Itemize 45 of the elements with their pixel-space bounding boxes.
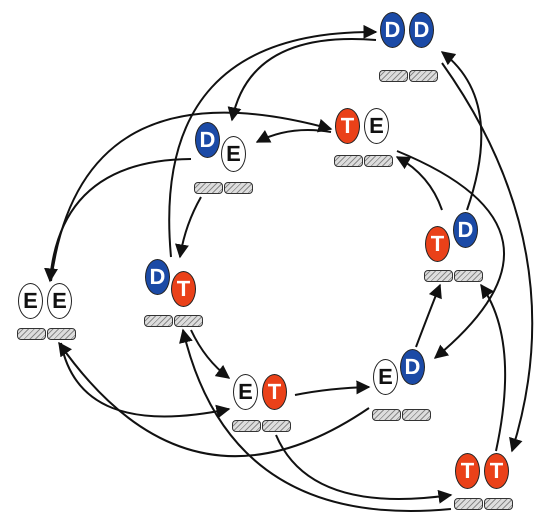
dimer-complex [333,108,395,168]
nucleotide-oval: E [373,359,398,395]
nucleotide-oval: E [18,283,43,319]
dimer-complex [231,372,293,433]
dimer-complex [378,10,440,83]
nucleotide-oval: D [195,122,220,158]
arrow [294,380,370,396]
dimer-complex [143,259,205,328]
arrow [175,196,202,258]
arrow [441,62,534,452]
arrow [44,158,192,282]
arrow [60,342,230,418]
nucleotide-oval: E [233,374,258,410]
arrow [256,129,332,143]
arrow [228,38,376,122]
nucleotide-oval: T [171,271,196,307]
dimer-complex [453,453,515,511]
arrow [50,112,332,282]
arrow [480,284,506,452]
arrow [440,51,482,210]
arrow [168,25,378,258]
arrow [275,434,452,504]
nucleotide-oval: D [380,12,405,48]
nucleotide-oval: E [364,108,389,144]
dimer-complex [423,212,485,283]
arrow [190,330,230,379]
arrow [58,342,370,457]
arrow [415,284,442,348]
nucleotide-oval: T [425,226,450,262]
arrow [396,156,443,210]
nucleotide-oval: T [455,453,480,489]
dimer-complex [371,349,433,422]
nucleotide-oval: T [262,374,287,410]
nucleotide-oval: D [453,212,478,248]
nucleotide-oval: D [400,349,425,385]
nucleotide-oval: E [47,283,72,319]
arrow [396,150,505,359]
arrow [180,328,452,512]
nucleotide-oval: E [221,136,246,172]
nucleotide-oval: D [145,259,170,295]
dimer-complex [193,122,255,195]
nucleotide-oval: D [409,12,434,48]
nucleotide-oval: T [335,108,360,144]
dimer-complex [16,283,78,341]
nucleotide-oval: T [484,453,509,489]
